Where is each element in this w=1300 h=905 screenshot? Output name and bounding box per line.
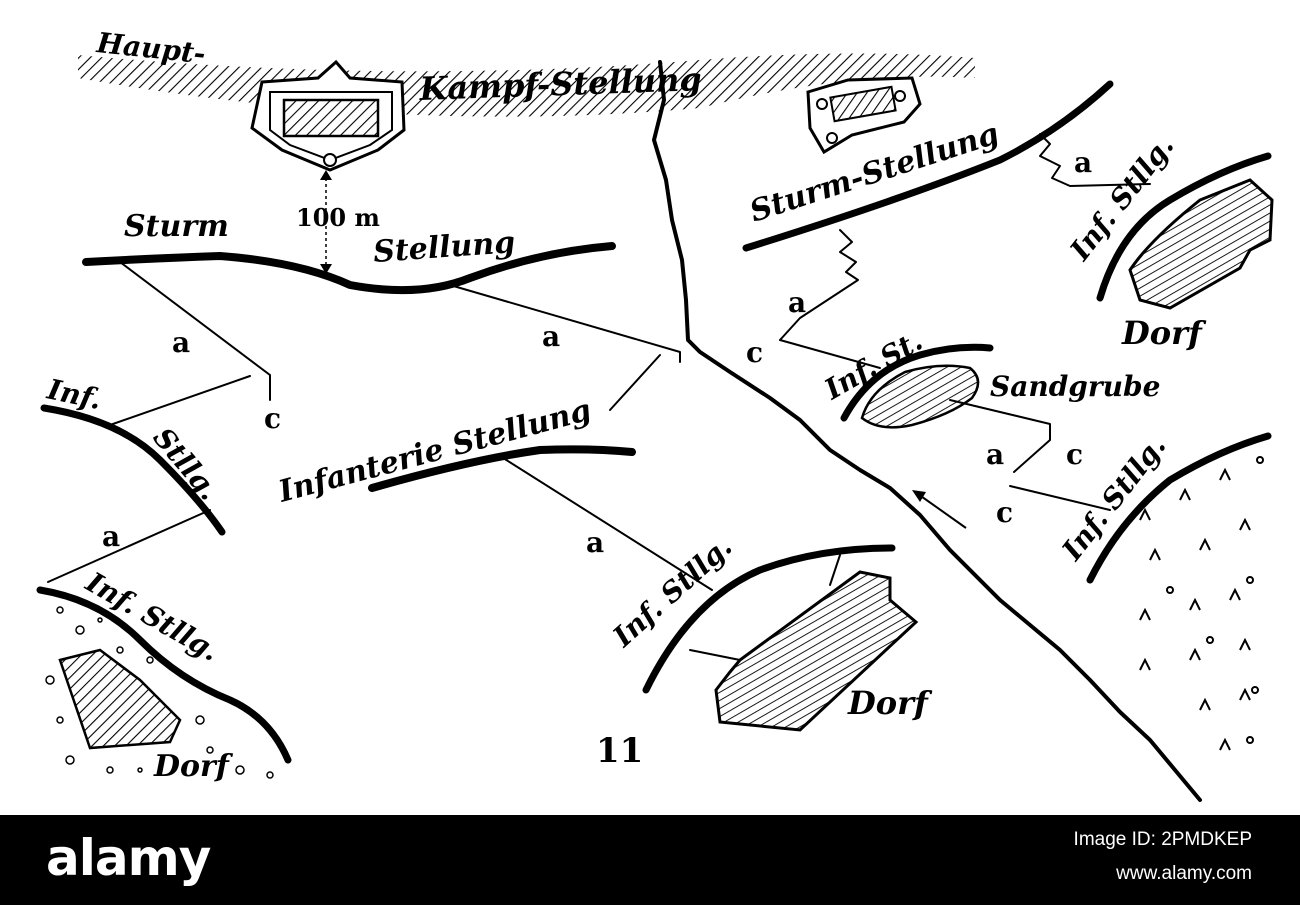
label-a-lower-center: a xyxy=(586,526,604,559)
inf-stllg-bottom-left-line xyxy=(36,586,292,764)
dorf-bottom-left-area xyxy=(58,648,182,750)
host-url-text: www.alamy.com xyxy=(1116,863,1252,884)
inf-st-line xyxy=(840,343,994,422)
brand-logo: alamy xyxy=(46,829,211,887)
label-a-left: a xyxy=(172,326,190,359)
label-c-sand-bottom: c xyxy=(996,496,1013,529)
label-a-center: a xyxy=(542,320,560,353)
label-sturm-left: Sturm xyxy=(124,209,229,244)
sturm-stellung-left-line xyxy=(82,242,616,295)
terrain-texture-right xyxy=(1139,456,1264,751)
label-c-sand-top: c xyxy=(1066,438,1083,471)
map-canvas: Haupt- Kampf-Stellung Sturm 100 m Stellu… xyxy=(36,26,1274,802)
stream xyxy=(652,60,1202,802)
label-a-right-mid: a xyxy=(788,286,806,319)
label-a-sand: a xyxy=(986,438,1004,471)
label-dorf-bottom-left: Dorf xyxy=(153,749,234,784)
inf-stllg-center-line xyxy=(642,544,896,694)
label-stellung-left: Stellung xyxy=(372,225,516,270)
label-a-lower-left: a xyxy=(102,520,120,553)
figure-number: 11 xyxy=(596,731,643,771)
sturm-stellung-right-line xyxy=(742,80,1114,252)
label-stllg-left: Stllg. xyxy=(147,421,226,506)
fortification-left xyxy=(250,59,406,172)
dorf-center-area xyxy=(714,570,919,732)
label-c-right-mid: c xyxy=(746,336,763,369)
fortification-right xyxy=(806,76,922,155)
label-distance: 100 m xyxy=(296,203,380,232)
inf-stllg-right-line xyxy=(1086,432,1272,584)
label-a-top-right: a xyxy=(1074,146,1092,179)
infanterie-stellung-line xyxy=(368,445,636,492)
terrain-texture-bottom-left xyxy=(45,606,274,779)
map-illustration: Haupt- Kampf-Stellung Sturm 100 m Stellu… xyxy=(36,26,1274,802)
communication-lines xyxy=(47,133,1151,661)
label-c-left: c xyxy=(264,402,281,435)
dorf-top-right-area xyxy=(1128,178,1274,310)
label-dorf-center: Dorf xyxy=(847,684,933,722)
label-dorf-top-right: Dorf xyxy=(1121,314,1207,352)
sandgrube-area xyxy=(860,364,980,429)
distance-arrow xyxy=(320,170,332,274)
image-id-text: Image ID: 2PMDKEP xyxy=(1073,829,1252,850)
label-sandgrube: Sandgrube xyxy=(990,370,1160,403)
inf-stllg-top-right-line xyxy=(1096,152,1272,302)
direction-arrow xyxy=(912,490,967,529)
inf-stllg-left-line xyxy=(40,404,226,536)
watermark-banner: alamy Image ID: 2PMDKEP www.alamy.com xyxy=(0,815,1300,905)
